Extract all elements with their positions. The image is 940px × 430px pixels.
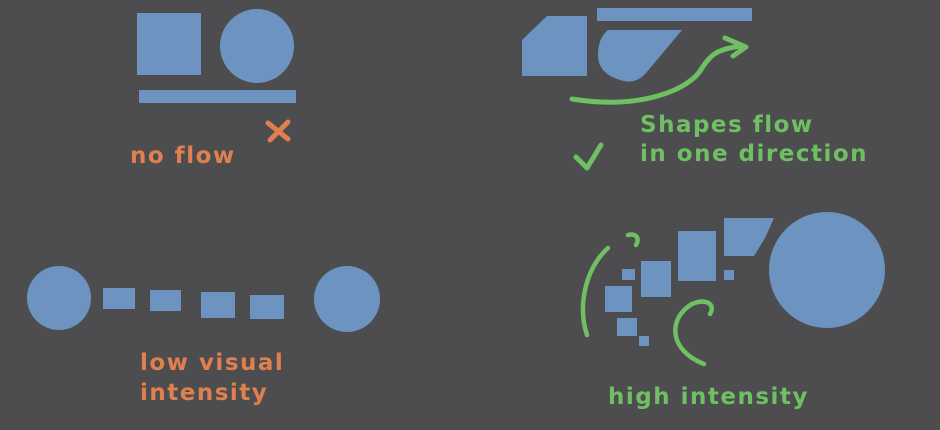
flow-label-line-2: in one direction [640, 141, 869, 167]
top-bar-shape [597, 8, 752, 21]
rect-shape-4 [250, 295, 284, 319]
low-intensity-label-line-2: intensity [140, 380, 269, 406]
flow-example [522, 8, 752, 171]
circle-shape [220, 9, 294, 83]
flow-label-line-1: Shapes flow [640, 112, 814, 138]
flow-arrow-icon [569, 35, 749, 105]
rect-shape-1 [103, 288, 135, 309]
rect-shape-3 [201, 292, 235, 318]
large-circle-shape [769, 212, 885, 328]
right-circle-shape [314, 266, 380, 332]
left-circle-shape [27, 266, 91, 330]
trapezoid-shape [522, 16, 587, 76]
check-icon [573, 142, 604, 171]
no-flow-label: no flow [130, 143, 236, 169]
bar-shape [139, 90, 296, 103]
square-shape-small [605, 286, 632, 312]
high-intensity-example [580, 212, 885, 367]
motion-stroke-icon [625, 232, 640, 248]
low-intensity-label-line-1: low visual [140, 350, 285, 376]
square-shape-large [678, 231, 716, 281]
teardrop-shape [598, 30, 682, 82]
rect-shape-2 [150, 290, 181, 311]
square-shape-small [617, 318, 637, 336]
cross-icon [265, 119, 291, 143]
tiny-square-shape [639, 336, 649, 346]
tiny-square-shape [622, 269, 635, 280]
motion-stroke-icon [673, 299, 714, 367]
tiny-square-shape [724, 270, 734, 280]
low-intensity-example [27, 266, 380, 332]
no-flow-example [137, 9, 296, 143]
square-shape-medium [641, 261, 671, 297]
wedge-shape [724, 218, 774, 256]
motion-stroke-icon [580, 245, 611, 338]
square-shape [137, 13, 201, 75]
high-intensity-label: high intensity [608, 384, 809, 410]
